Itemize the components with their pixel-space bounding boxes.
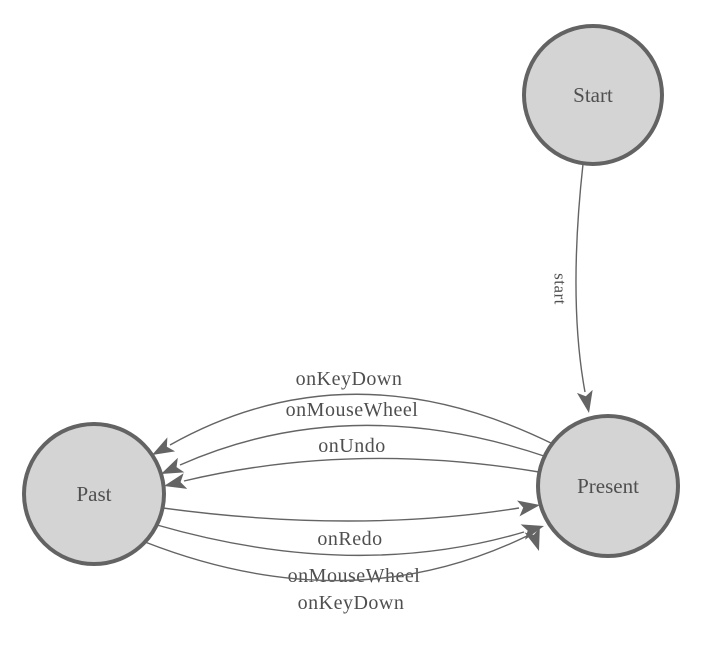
edge-label: onKeyDown [298, 592, 405, 614]
edge-onredo-to-present: onRedo [162, 500, 540, 550]
state-circle-past[interactable] [22, 422, 166, 566]
edge-arrowhead [161, 457, 185, 474]
edge-path[interactable] [575, 163, 586, 393]
edge-path[interactable] [162, 507, 520, 522]
edge-arrowhead [164, 473, 188, 489]
edge-path[interactable] [183, 457, 540, 482]
edge-start: start [551, 163, 593, 413]
state-circle-start[interactable] [522, 24, 664, 166]
edge-path[interactable] [179, 424, 548, 466]
state-circle-present[interactable] [536, 414, 680, 558]
edge-onundo-to-past: onUndo [164, 435, 540, 489]
edge-path[interactable] [169, 393, 554, 446]
edge-onkeydown-to-present: onKeyDown [144, 527, 540, 614]
edge-label: onRedo [317, 528, 382, 550]
state-node-past[interactable]: Past [22, 422, 166, 566]
edge-path[interactable] [156, 524, 525, 557]
state-label-past: Past [76, 482, 111, 506]
state-label-start: Start [573, 83, 613, 107]
edge-arrowhead [152, 437, 176, 455]
edge-onkeydown-to-past: onKeyDown [152, 368, 554, 455]
edge-path[interactable] [144, 535, 528, 582]
state-label-present: Present [577, 474, 639, 498]
edge-label: onKeyDown [296, 368, 403, 390]
edge-label: onMouseWheel [288, 565, 421, 587]
edge-onmousewheel-to-past: onMouseWheel [161, 399, 548, 474]
edge-arrowhead [517, 500, 540, 517]
edge-label: start [551, 273, 570, 305]
edge-arrowhead [576, 389, 593, 413]
edge-arrowhead [524, 527, 540, 551]
state-node-start[interactable]: Start [522, 24, 664, 166]
state-node-present[interactable]: Present [536, 414, 680, 558]
edge-label: onMouseWheel [286, 399, 419, 421]
edge-label: onUndo [318, 435, 385, 457]
